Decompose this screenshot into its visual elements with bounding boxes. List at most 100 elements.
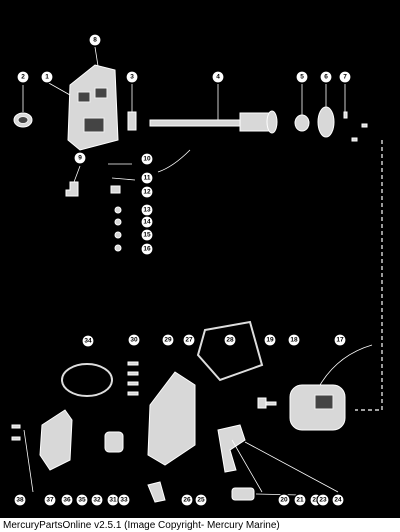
- part-18-19-clip[interactable]: [257, 397, 277, 409]
- callout-26[interactable]: 26: [180, 493, 194, 507]
- callout-23[interactable]: 23: [316, 493, 330, 507]
- part-29-cover[interactable]: [147, 371, 196, 466]
- callout-circle: [40, 70, 54, 84]
- callout-circle: [88, 33, 102, 47]
- callout-circle: [287, 333, 301, 347]
- callout-circle: [295, 70, 309, 84]
- callout-number: 20: [280, 497, 288, 504]
- callout-number: 29: [164, 337, 172, 344]
- part-9-elbow-fitting[interactable]: [65, 181, 79, 197]
- callout-6[interactable]: 6: [319, 70, 333, 84]
- part-31-elbow[interactable]: [147, 481, 166, 503]
- part-10-12-hardware[interactable]: [108, 149, 191, 194]
- callout-9[interactable]: 9: [73, 151, 87, 165]
- callout-20[interactable]: 20: [277, 493, 291, 507]
- part-7-screws[interactable]: [343, 111, 368, 142]
- callout-number: 23: [319, 497, 327, 504]
- callout-8[interactable]: 8: [88, 33, 102, 47]
- callout-15[interactable]: 15: [140, 228, 154, 242]
- callout-circle: [81, 334, 95, 348]
- callout-32[interactable]: 32: [90, 493, 104, 507]
- callout-number: 22: [312, 497, 320, 504]
- callout-number: 25: [197, 497, 205, 504]
- callout-number: 36: [63, 497, 71, 504]
- part-20-condenser[interactable]: [231, 487, 255, 501]
- callout-circle: [211, 70, 225, 84]
- callout-number: 4: [216, 74, 220, 81]
- callout-number: 5: [300, 74, 304, 81]
- callout-33[interactable]: 33: [117, 493, 131, 507]
- callout-number: 13: [143, 207, 151, 214]
- part-1-housing[interactable]: [67, 64, 119, 151]
- part-3-bushing[interactable]: [127, 111, 137, 131]
- callout-4[interactable]: 4: [211, 70, 225, 84]
- callout-28[interactable]: 28: [223, 333, 237, 347]
- callout-number: 8: [93, 37, 97, 44]
- callout-35[interactable]: 35: [75, 493, 89, 507]
- callout-16[interactable]: 16: [140, 242, 154, 256]
- part-38-screws[interactable]: [11, 424, 21, 441]
- callout-27[interactable]: 27: [182, 333, 196, 347]
- callout-36[interactable]: 36: [60, 493, 74, 507]
- callout-number: 18: [290, 337, 298, 344]
- part-34-gasket-ring[interactable]: [61, 363, 113, 397]
- callout-number: 16: [143, 246, 151, 253]
- part-2-plug[interactable]: [13, 112, 33, 128]
- callout-1[interactable]: 1: [40, 70, 54, 84]
- callout-31[interactable]: 31: [106, 493, 120, 507]
- part-37-assembly[interactable]: [39, 409, 73, 471]
- callout-30[interactable]: 30: [127, 333, 141, 347]
- part-28-gasket-frame[interactable]: [196, 320, 264, 382]
- callout-number: 35: [78, 497, 86, 504]
- callout-12[interactable]: 12: [140, 185, 154, 199]
- callout-17[interactable]: 17: [333, 333, 347, 347]
- copyright-caption: MercuryPartsOnline v2.5.1 (Image Copyrig…: [3, 520, 280, 531]
- callout-number: 32: [93, 497, 101, 504]
- callout-number: 10: [143, 156, 151, 163]
- callout-circle: [180, 493, 194, 507]
- callout-circle: [277, 493, 291, 507]
- callout-circle: [127, 333, 141, 347]
- callout-circle: [182, 333, 196, 347]
- callout-circle: [316, 493, 330, 507]
- callout-number: 12: [143, 189, 151, 196]
- part-4-shaft[interactable]: [149, 110, 278, 134]
- callout-number: 21: [296, 497, 304, 504]
- callout-21[interactable]: 21: [293, 493, 307, 507]
- callout-34[interactable]: 34: [81, 334, 95, 348]
- part-13-16-washers[interactable]: [114, 206, 122, 252]
- callout-29[interactable]: 29: [161, 333, 175, 347]
- callout-circle: [331, 493, 345, 507]
- callout-38[interactable]: 38: [13, 493, 27, 507]
- callout-5[interactable]: 5: [295, 70, 309, 84]
- callout-14[interactable]: 14: [140, 215, 154, 229]
- part-6-cam-plate[interactable]: [317, 106, 335, 138]
- callout-number: 24: [334, 497, 342, 504]
- callout-7[interactable]: 7: [338, 70, 352, 84]
- callout-13[interactable]: 13: [140, 203, 154, 217]
- callout-number: 28: [226, 337, 234, 344]
- callout-number: 6: [324, 74, 328, 81]
- callout-number: 33: [120, 497, 128, 504]
- callout-3[interactable]: 3: [125, 70, 139, 84]
- callout-number: 3: [130, 74, 134, 81]
- callout-circle: [223, 333, 237, 347]
- callout-24[interactable]: 24: [331, 493, 345, 507]
- part-32-block[interactable]: [104, 431, 124, 453]
- part-17-coil[interactable]: [289, 344, 373, 431]
- part-30-screws[interactable]: [127, 361, 139, 396]
- part-24-linkage[interactable]: [217, 424, 246, 473]
- part-5-bearing[interactable]: [294, 114, 310, 132]
- callout-11[interactable]: 11: [140, 171, 154, 185]
- callout-circle: [140, 152, 154, 166]
- callout-number: 31: [109, 497, 117, 504]
- callout-2[interactable]: 2: [16, 70, 30, 84]
- callout-circle: [319, 70, 333, 84]
- callout-18[interactable]: 18: [287, 333, 301, 347]
- callout-number: 30: [130, 337, 138, 344]
- callout-37[interactable]: 37: [43, 493, 57, 507]
- callout-19[interactable]: 19: [263, 333, 277, 347]
- callout-10[interactable]: 10: [140, 152, 154, 166]
- callout-25[interactable]: 25: [194, 493, 208, 507]
